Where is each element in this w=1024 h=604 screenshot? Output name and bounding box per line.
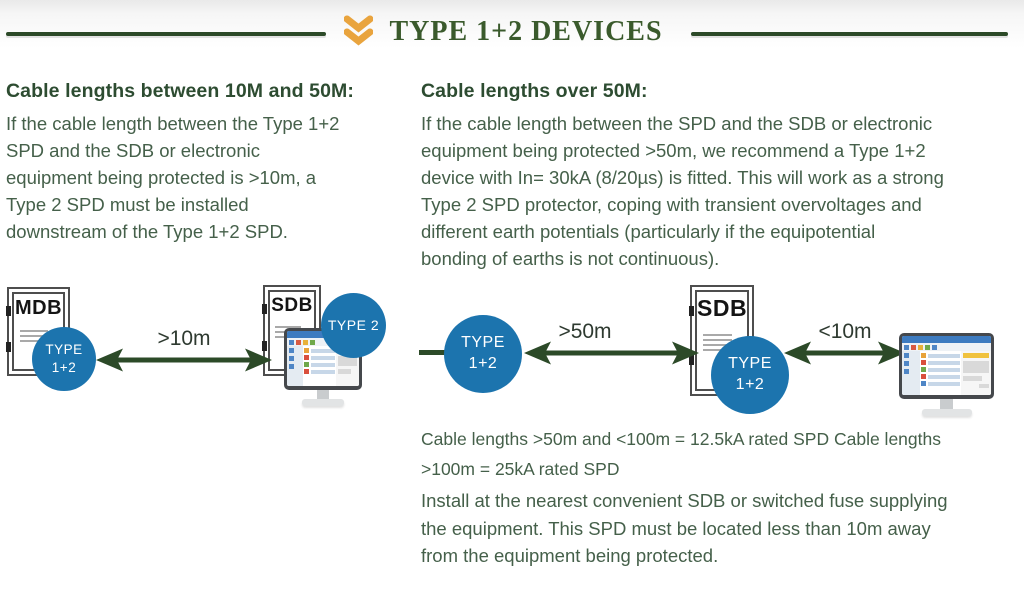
cable-arrow-10m xyxy=(96,348,272,372)
app-toolbar xyxy=(902,343,991,351)
monitor-stand-base xyxy=(302,399,344,406)
type1-2-spd-badge-sdb: TYPE 1+2 xyxy=(711,336,789,414)
sdb-hinge-bottom-right xyxy=(689,355,694,366)
app-sidebar xyxy=(902,351,921,395)
left-column-body: If the cable length between the Type 1+2… xyxy=(6,113,340,242)
page-title: TYPE 1+2 DEVICES xyxy=(389,16,663,47)
double-chevron-down-icon xyxy=(344,15,373,46)
monitor-stand-base xyxy=(921,409,972,416)
monitor-screen xyxy=(902,336,991,395)
app-list xyxy=(920,351,962,395)
sdb-label-right: SDB xyxy=(697,295,748,321)
app-toolbar xyxy=(287,338,359,346)
left-column-heading: Cable lengths between 10M and 50M: xyxy=(6,80,354,102)
sdb-hinge-top-left xyxy=(262,304,267,315)
cable-stub-line xyxy=(419,350,449,355)
monitor-bezel xyxy=(899,333,994,399)
app-titlebar xyxy=(902,336,991,343)
mdb-label: MDB xyxy=(14,297,63,319)
monitor-stand-neck xyxy=(317,390,329,399)
distance-label-50m: >50m xyxy=(558,320,612,343)
app-list xyxy=(302,346,337,386)
distance-label-under-10m: <10m xyxy=(818,320,872,343)
sdb-hinge-top-right xyxy=(689,306,694,317)
sdb-hinge-bottom-left xyxy=(262,340,267,351)
rating-caption: Cable lengths >50m and <100m = 12.5kA ra… xyxy=(421,429,941,479)
mdb-hinge-top xyxy=(6,306,11,316)
header-rule-left xyxy=(6,32,326,36)
cable-arrow-50m xyxy=(524,341,699,365)
header-rule-right xyxy=(691,32,1008,36)
type1-2-spd-badge-left: TYPE 1+2 xyxy=(32,327,96,391)
right-column-heading: Cable lengths over 50M: xyxy=(421,80,648,102)
monitor-stand-neck xyxy=(940,399,953,409)
computer-monitor-right xyxy=(899,333,994,416)
app-sidebar xyxy=(287,346,303,386)
sdb-vent-lines-right xyxy=(703,331,732,354)
right-column-body: If the cable length between the SPD and … xyxy=(421,113,944,269)
install-note: Install at the nearest convenient SDB or… xyxy=(421,490,948,566)
type2-spd-badge: TYPE 2 xyxy=(321,293,386,358)
type1-2-spd-badge-right: TYPE 1+2 xyxy=(444,315,522,393)
mdb-hinge-bottom xyxy=(6,341,11,352)
sdb-label-left: SDB xyxy=(271,295,313,316)
cable-arrow-under-10m xyxy=(784,341,905,365)
app-window xyxy=(902,351,991,395)
distance-label-10m: >10m xyxy=(157,327,211,350)
mdb-vent-lines xyxy=(19,327,49,345)
app-content-panel xyxy=(961,351,991,395)
